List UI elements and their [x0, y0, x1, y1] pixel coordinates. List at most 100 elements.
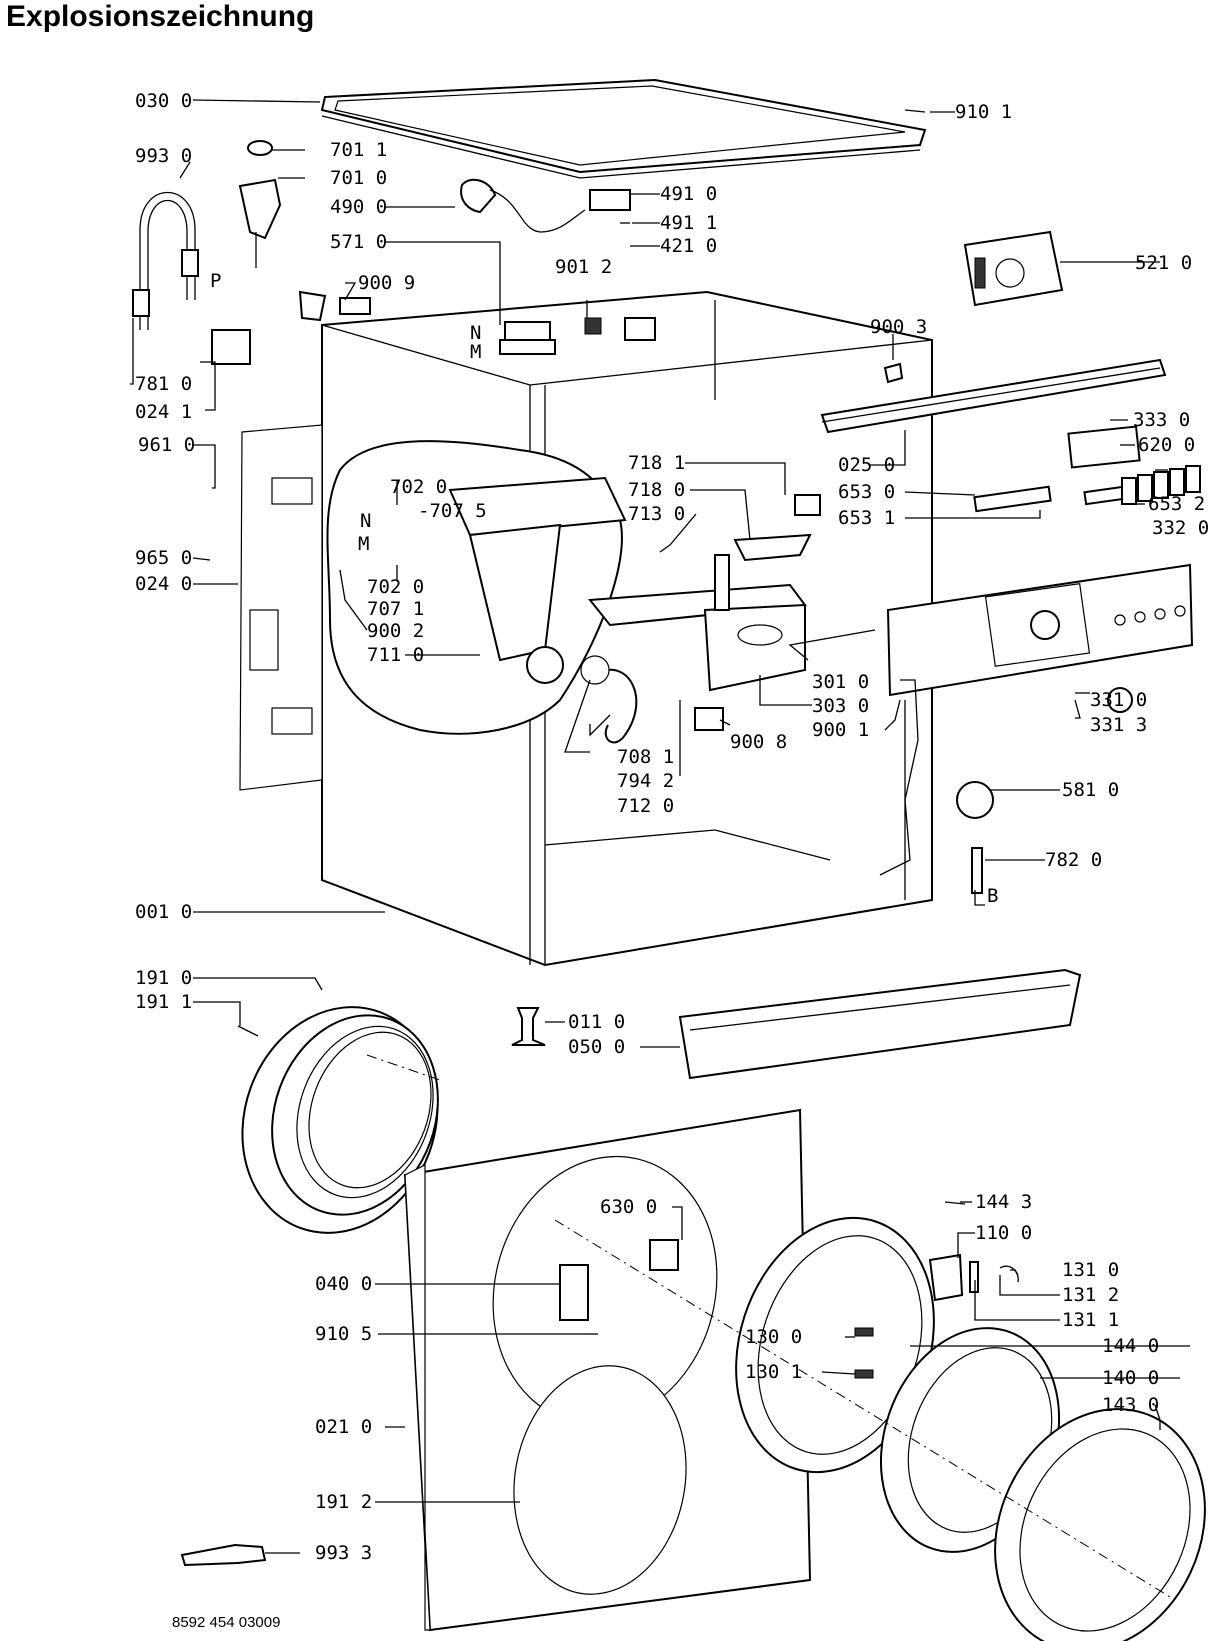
- display-pcb-drawing: [1067, 425, 1141, 469]
- letter-markers: P N M N M B: [210, 270, 998, 907]
- pressure-switch-drawing: [956, 781, 994, 819]
- control-board-drawing: [963, 230, 1064, 307]
- part-label-130-1: 130 1: [745, 1361, 802, 1383]
- part-drawings: [132, 78, 1206, 1641]
- part-label-025-0: 025 0: [838, 454, 895, 476]
- front-panel-drawing: [403, 1108, 812, 1632]
- part-label-701-0: 701 0: [330, 167, 387, 189]
- part-label-630-0: 630 0: [600, 1196, 657, 1218]
- part-label-718-1: 718 1: [628, 452, 685, 474]
- marker-p: P: [210, 270, 221, 292]
- part-labels: 030 0 910 1 993 0 701 1 701 0 490 0 491 …: [135, 90, 1209, 1564]
- part-label-191-2: 191 2: [315, 1491, 372, 1513]
- part-label-794-2: 794 2: [617, 770, 674, 792]
- part-label-901-2: 901 2: [555, 256, 612, 278]
- part-label-782-0: 782 0: [1045, 849, 1102, 871]
- part-label-711-0: 711 0: [367, 644, 424, 666]
- part-label-030-0: 030 0: [135, 90, 192, 112]
- push-buttons-drawing: [1121, 465, 1201, 505]
- marker-n-box: N: [360, 510, 371, 532]
- part-label-333-0: 333 0: [1133, 409, 1190, 431]
- part-label-910-1: 910 1: [955, 101, 1012, 123]
- part-label-490-0: 490 0: [330, 196, 387, 218]
- control-rail-drawing: [820, 358, 1167, 434]
- part-label-191-0: 191 0: [135, 967, 192, 989]
- marker-m-valve: M: [470, 341, 481, 363]
- part-label-571-0: 571 0: [330, 231, 387, 253]
- part-label-491-1: 491 1: [660, 212, 717, 234]
- rear-panel-drawing: [239, 424, 323, 791]
- power-cord-drawing: [460, 178, 631, 233]
- clamp-024-1-drawing: [211, 329, 251, 365]
- part-label-191-1: 191 1: [135, 991, 192, 1013]
- part-label-701-1: 701 1: [330, 139, 387, 161]
- part-label-713-0: 713 0: [628, 503, 685, 525]
- control-panel-drawing: [886, 563, 1194, 697]
- marker-b: B: [987, 885, 998, 907]
- part-label-024-0: 024 0: [135, 573, 192, 595]
- part-label-653-1: 653 1: [838, 507, 895, 529]
- part-label-965-0: 965 0: [135, 547, 192, 569]
- marker-m-box: M: [358, 533, 369, 555]
- part-label-491-0: 491 0: [660, 183, 717, 205]
- part-label-993-3: 993 3: [315, 1542, 372, 1564]
- part-label-900-2: 900 2: [367, 620, 424, 642]
- drain-hose-drawing: [599, 668, 638, 744]
- part-label-900-1: 900 1: [812, 719, 869, 741]
- top-cover-drawing: [320, 78, 927, 179]
- door-handle-drawing: [928, 1253, 964, 1302]
- part-label-702-0-bottom: 702 0: [367, 576, 424, 598]
- part-label-331-0: 331 0: [1090, 689, 1147, 711]
- dispenser-drawer-drawing: [588, 583, 807, 692]
- part-901-2-drawing: [584, 317, 602, 335]
- door-outer-drawing: [994, 1408, 1206, 1641]
- part-label-781-0: 781 0: [135, 373, 192, 395]
- part-900-8-drawing: [694, 707, 724, 731]
- part-label-131-2: 131 2: [1062, 1284, 1119, 1306]
- part-label-331-3: 331 3: [1090, 714, 1147, 736]
- part-label-702-0-top: 702 0: [390, 476, 447, 498]
- part-label-900-3: 900 3: [870, 316, 927, 338]
- document-number: 8592 454 03009: [172, 1614, 281, 1631]
- valve-900-9-drawing: [298, 290, 327, 322]
- door-hinge-ring-drawing: [735, 1216, 935, 1474]
- part-label-130-0: 130 0: [745, 1326, 802, 1348]
- part-label-011-0: 011 0: [568, 1011, 625, 1033]
- part-label-143-0: 143 0: [1102, 1394, 1159, 1416]
- part-label-421-0: 421 0: [660, 235, 717, 257]
- knob-drawing: [1107, 687, 1133, 713]
- part-label-718-0: 718 0: [628, 479, 685, 501]
- part-label-708-1: 708 1: [617, 746, 674, 768]
- part-label-131-0: 131 0: [1062, 1259, 1119, 1281]
- part-label-910-5: 910 5: [315, 1323, 372, 1345]
- part-label-961-0: 961 0: [138, 434, 195, 456]
- part-label-521-0: 521 0: [1135, 252, 1192, 274]
- part-label-900-9: 900 9: [358, 272, 415, 294]
- detergent-box-drawing: [448, 476, 627, 684]
- part-label-131-1: 131 1: [1062, 1309, 1119, 1331]
- part-label-581-0: 581 0: [1062, 779, 1119, 801]
- part-label-021-0: 021 0: [315, 1416, 372, 1438]
- part-label-712-0: 712 0: [617, 795, 674, 817]
- inlet-valve-drawing: [499, 321, 556, 355]
- marker-n-valve: N: [470, 322, 481, 344]
- part-label-707-5: -707 5: [418, 500, 487, 522]
- part-label-024-1: 024 1: [135, 401, 192, 423]
- part-label-653-0: 653 0: [838, 481, 895, 503]
- tool-drawing: [180, 1543, 267, 1567]
- part-label-993-0: 993 0: [135, 145, 192, 167]
- part-label-707-1: 707 1: [367, 598, 424, 620]
- part-label-110-0: 110 0: [975, 1222, 1032, 1244]
- part-label-001-0: 001 0: [135, 901, 192, 923]
- part-label-620-0: 620 0: [1138, 434, 1195, 456]
- part-label-653-2: 653 2: [1148, 493, 1205, 515]
- part-label-301-0: 301 0: [812, 671, 869, 693]
- part-label-144-3: 144 3: [975, 1191, 1032, 1213]
- filter-drawing: [971, 847, 983, 894]
- foot-drawing: [511, 1007, 546, 1046]
- door-seal-drawing: [237, 1006, 439, 1234]
- plinth-drawing: [678, 968, 1082, 1080]
- bracket-701-0-drawing: [238, 178, 282, 240]
- hose-drawing: [132, 192, 199, 330]
